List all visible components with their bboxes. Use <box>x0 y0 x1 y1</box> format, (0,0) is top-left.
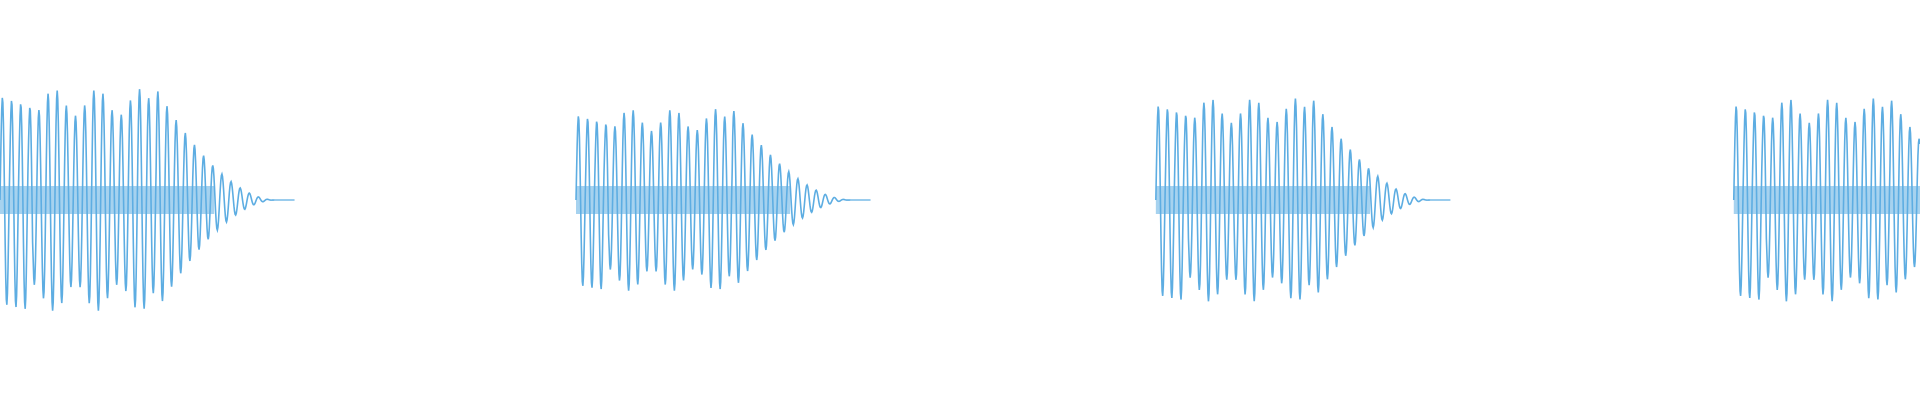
waveform-burst-core-3 <box>1155 186 1370 214</box>
waveform-burst-4 <box>1732 98 1920 302</box>
waveform-burst-core-1 <box>0 186 215 214</box>
waveform-burst-core-4 <box>1733 186 1920 214</box>
waveform-burst-core-2 <box>576 186 791 214</box>
